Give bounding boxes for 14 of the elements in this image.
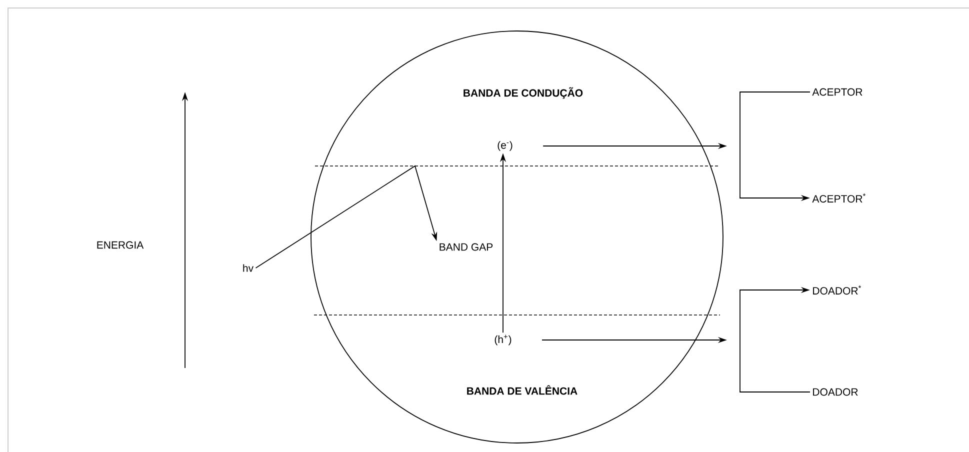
axis-label: ENERGIA <box>97 241 144 249</box>
species-label: DOADOR <box>813 388 858 396</box>
photon-arrow <box>255 165 438 268</box>
carrier-label: (e$^{-}$) <box>498 141 512 151</box>
gap-label: BAND GAP <box>436 241 496 253</box>
band-title: BANDA DE VALÊNCIA <box>467 385 578 395</box>
bracket-arrow <box>740 286 810 392</box>
species-label: ACEPTOR$^{*}$ <box>812 193 866 203</box>
band-title: BANDA DE CONDUÇÃO <box>464 87 583 99</box>
band-circle <box>310 30 724 444</box>
species-label: DOADOR$^{*}$ <box>813 285 862 295</box>
carrier-label: (h$^{+}$) <box>494 334 512 346</box>
photon-label: hv <box>243 264 254 272</box>
species-label: ACEPTOR <box>812 88 862 96</box>
